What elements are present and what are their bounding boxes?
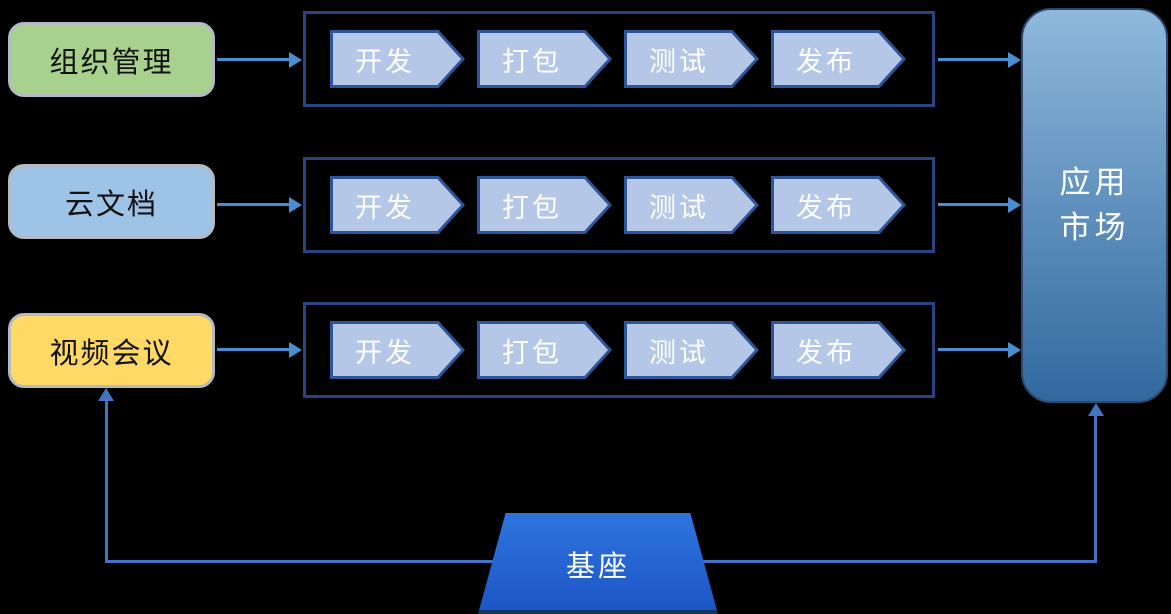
chevron-shape-icon	[771, 176, 906, 234]
pipeline2-step-release-label: 发布	[796, 192, 856, 223]
pipeline1-step-package-label: 打包	[502, 46, 562, 77]
chevron-shape-icon	[477, 30, 612, 88]
chevron-shape-icon	[330, 30, 465, 88]
pipeline3-step-test-label: 测试	[649, 337, 709, 368]
pipeline1-step-release: 发布	[771, 30, 906, 88]
pipeline3-step-package: 打包	[477, 321, 612, 379]
pipeline2-step-develop-label: 开发	[355, 192, 415, 223]
pipeline3-step-develop: 开发	[330, 321, 465, 379]
pipeline1-step-package: 打包	[477, 30, 612, 88]
node-foundation: 基座	[478, 513, 718, 614]
arrow-docs-to-pipeline2	[217, 203, 289, 206]
node-video-meeting-label: 视频会议	[49, 337, 174, 370]
chevron-shape-icon	[330, 321, 465, 379]
pipeline2-step-package: 打包	[477, 176, 612, 234]
pipeline3-step-test: 测试	[624, 321, 759, 379]
pipeline-row-2: 开发 打包 测试 发布	[303, 157, 935, 253]
chevron-shape-icon	[771, 321, 906, 379]
node-org-management: 组织管理	[8, 22, 215, 97]
node-app-market-label-line1: 应用	[1059, 164, 1130, 200]
pipeline2-step-package-label: 打包	[502, 192, 562, 223]
chevron-shape-icon	[477, 321, 612, 379]
pipeline1-step-develop: 开发	[330, 30, 465, 88]
node-app-market: 应用 市场	[1021, 8, 1168, 403]
chevron-shape-icon	[330, 176, 465, 234]
node-video-meeting: 视频会议	[8, 313, 215, 388]
pipeline1-step-test-label: 测试	[649, 46, 709, 77]
node-app-market-label-line2: 市场	[1059, 209, 1130, 245]
arrow-pipeline1-to-market	[938, 58, 1008, 61]
pipeline-row-3: 开发 打包 测试 发布	[303, 302, 935, 398]
pipeline3-step-release: 发布	[771, 321, 906, 379]
pipeline3-step-develop-label: 开发	[355, 337, 415, 368]
arrowhead-up-to-market	[1088, 403, 1104, 416]
arrow-pipeline2-to-market	[938, 203, 1008, 206]
node-cloud-docs-label: 云文档	[64, 188, 158, 221]
pipeline2-step-develop: 开发	[330, 176, 465, 234]
pipeline-row-1: 开发 打包 测试 发布	[303, 11, 935, 107]
arrow-meeting-to-pipeline3	[217, 348, 289, 351]
arrowhead-up-to-meeting	[98, 388, 114, 401]
chevron-shape-icon	[624, 176, 759, 234]
chevron-shape-icon	[624, 321, 759, 379]
foundation-bottom-edge	[478, 610, 718, 614]
chevron-shape-icon	[624, 30, 759, 88]
chevron-shape-icon	[771, 30, 906, 88]
pipeline1-step-release-label: 发布	[796, 46, 856, 77]
pipeline3-step-release-label: 发布	[796, 337, 856, 368]
pipeline1-step-test: 测试	[624, 30, 759, 88]
pipeline2-step-test: 测试	[624, 176, 759, 234]
connector-foundation-to-market	[1094, 415, 1097, 563]
connector-foundation-to-meeting	[105, 399, 108, 563]
pipeline1-step-develop-label: 开发	[355, 46, 415, 77]
pipeline2-step-release: 发布	[771, 176, 906, 234]
pipeline2-step-test-label: 测试	[649, 192, 709, 223]
node-foundation-label: 基座	[565, 550, 630, 583]
arrow-pipeline3-to-market	[938, 348, 1008, 351]
node-org-management-label: 组织管理	[49, 46, 174, 79]
node-cloud-docs: 云文档	[8, 164, 215, 239]
pipeline3-step-package-label: 打包	[502, 337, 562, 368]
chevron-shape-icon	[477, 176, 612, 234]
arrow-org-to-pipeline1	[217, 58, 289, 61]
